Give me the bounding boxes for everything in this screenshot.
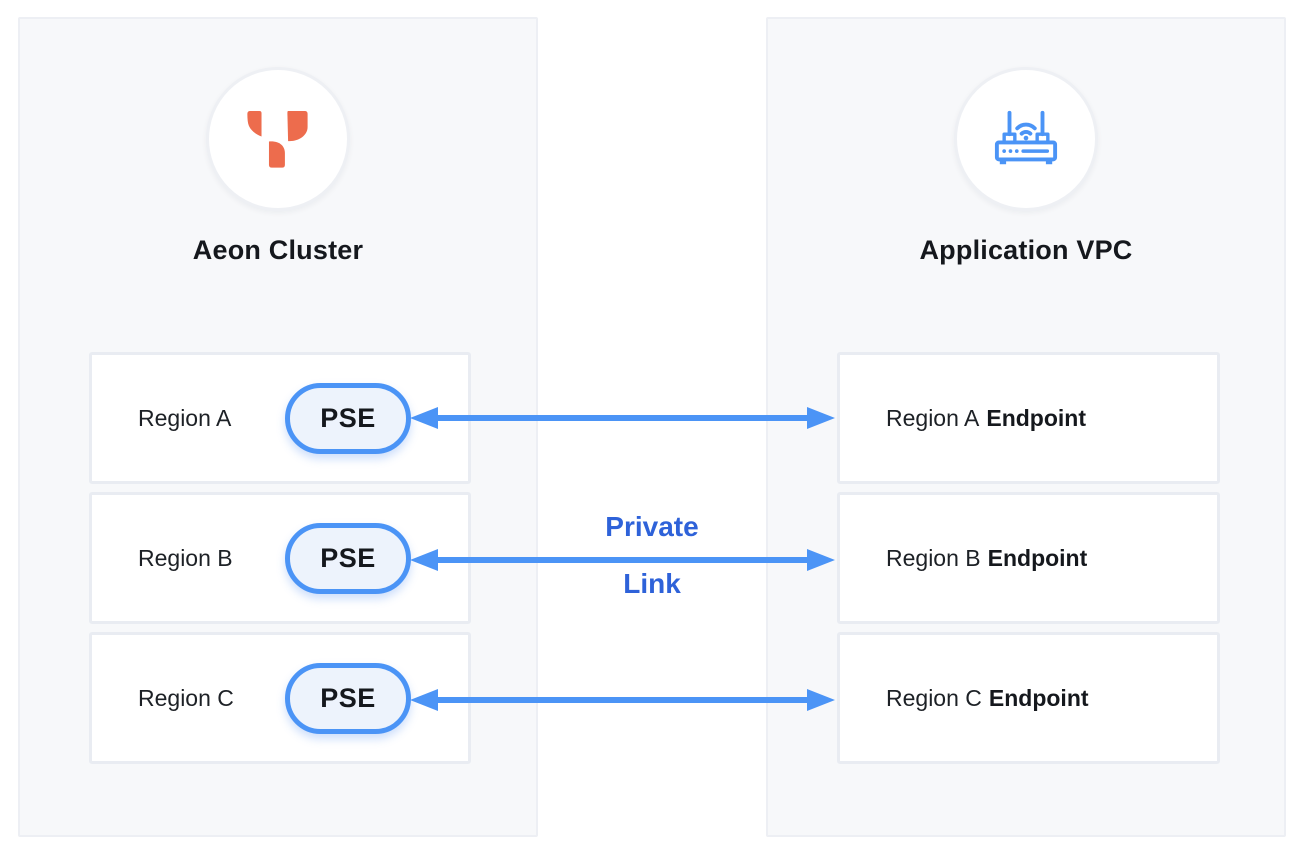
arrow-left-head-icon — [410, 549, 438, 571]
aeon-logo-badge — [206, 67, 350, 211]
aeon-logo-icon — [247, 110, 309, 169]
region-a-pse-box: Region A PSE — [89, 352, 471, 484]
arrow-left-head-icon — [410, 407, 438, 429]
arrow-right-head-icon — [807, 407, 835, 429]
region-c-pse-pill: PSE — [285, 662, 411, 734]
private-link-label: Private Link — [605, 511, 699, 600]
region-c-endpoint-suffix: Endpoint — [988, 684, 1089, 711]
region-c-label: Region C — [138, 684, 234, 711]
region-b-pse-box: Region B PSE — [89, 492, 471, 624]
region-a-pse-pill: PSE — [285, 382, 411, 454]
private-link-arrow-region-c — [410, 689, 835, 711]
region-a-label: Region A — [138, 404, 232, 431]
router-icon — [993, 107, 1059, 171]
application-vpc-title: Application VPC — [919, 235, 1133, 265]
region-a-endpoint-suffix: Endpoint — [986, 404, 1086, 431]
region-b-endpoint-suffix: Endpoint — [987, 544, 1088, 571]
aeon-cluster-title: Aeon Cluster — [192, 235, 364, 265]
region-c-endpoint-region: Region C — [886, 684, 982, 711]
private-link-arrow-region-a — [410, 407, 835, 429]
region-b-label: Region B — [138, 544, 233, 571]
private-link-arrow-region-b — [410, 549, 835, 571]
private-link-label-line2: Link — [623, 567, 681, 599]
private-link-label-line1: Private — [605, 511, 699, 542]
arrow-right-head-icon — [807, 549, 835, 571]
arrow-right-head-icon — [807, 689, 835, 711]
region-b-endpoint-region: Region B — [886, 544, 981, 571]
region-a-endpoint-region: Region A — [886, 404, 980, 431]
region-b-pse-pill: PSE — [285, 522, 411, 594]
router-badge — [954, 67, 1098, 211]
aeon-cluster-panel: Aeon Cluster Region A PSE Region B PSE R… — [18, 17, 538, 837]
region-c-pse-box: Region C PSE — [89, 632, 471, 764]
arrow-left-head-icon — [410, 689, 438, 711]
